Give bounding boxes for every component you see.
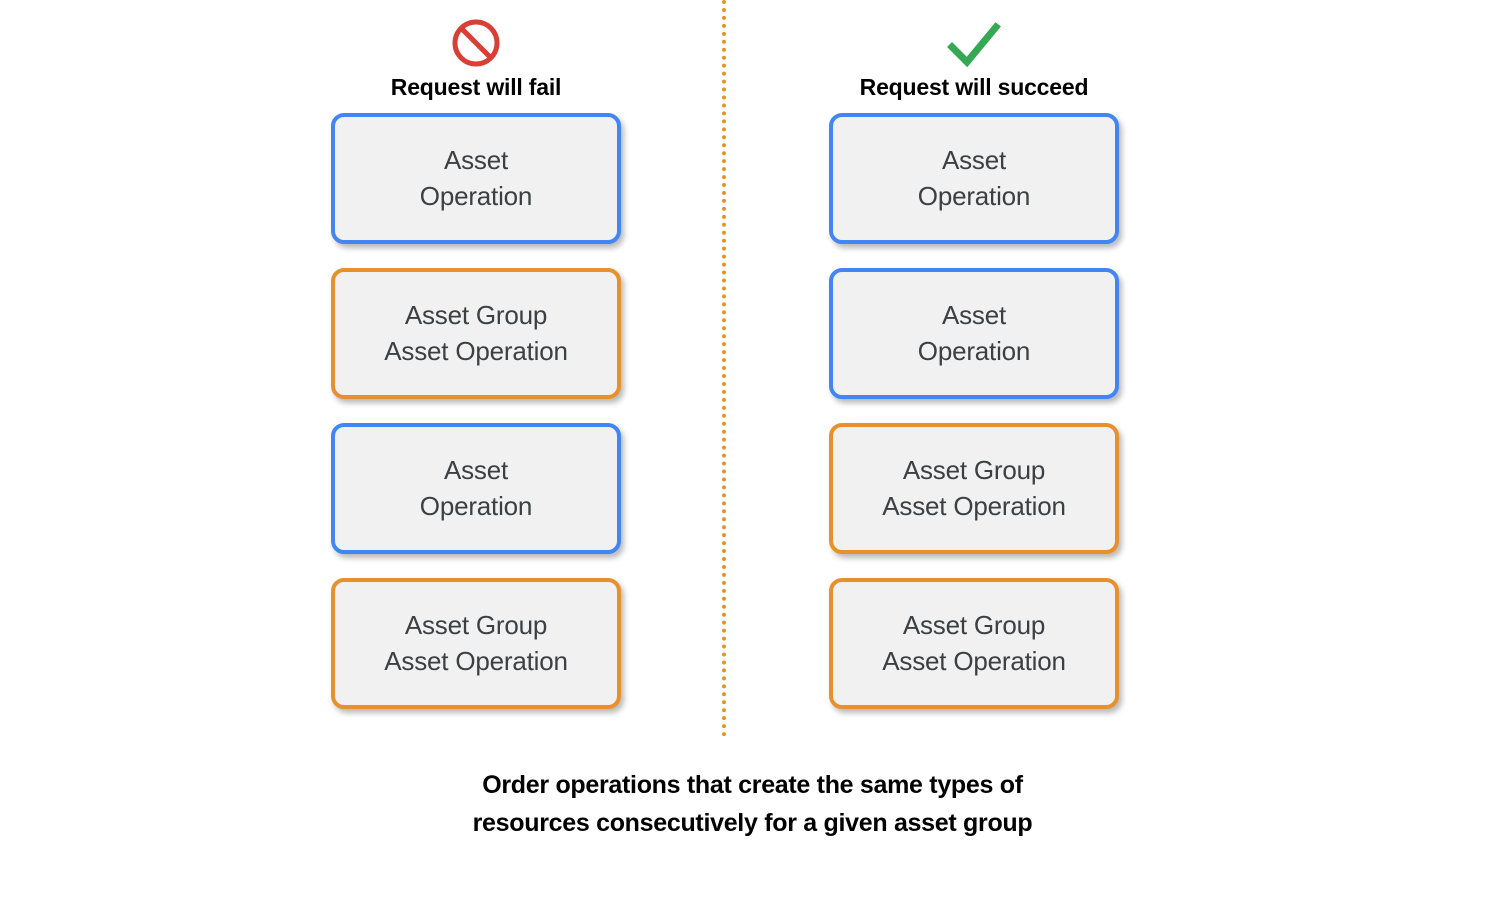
operation-box-label: Asset Operation [419, 145, 533, 211]
operation-stack-succeed: Asset Operation Asset Operation Asset Gr… [829, 113, 1119, 733]
operation-stack-fail: Asset Operation Asset Group Asset Operat… [331, 113, 621, 733]
prohibition-icon [271, 14, 681, 72]
checkmark-icon [769, 14, 1179, 72]
operation-box[interactable]: Asset Group Asset Operation [829, 578, 1119, 709]
operation-box-label: Asset Group Asset Operation [882, 610, 1066, 676]
diagram-caption: Order operations that create the same ty… [472, 771, 1033, 837]
column-title-succeed: Request will succeed [859, 74, 1089, 100]
operation-box-label: Asset Operation [917, 300, 1031, 366]
column-divider [722, 0, 726, 737]
column-header-fail: Request will fail [271, 14, 681, 101]
operation-box[interactable]: Asset Operation [829, 113, 1119, 244]
column-title-fail: Request will fail [390, 74, 562, 100]
operation-box-label: Asset Operation [917, 145, 1031, 211]
operation-box[interactable]: Asset Group Asset Operation [331, 578, 621, 709]
column-header-succeed: Request will succeed [769, 14, 1179, 101]
operation-box[interactable]: Asset Operation [331, 113, 621, 244]
operation-box[interactable]: Asset Group Asset Operation [829, 423, 1119, 554]
operation-box-label: Asset Group Asset Operation [384, 300, 568, 366]
operation-box[interactable]: Asset Group Asset Operation [331, 268, 621, 399]
operation-box[interactable]: Asset Operation [331, 423, 621, 554]
operation-box-label: Asset Group Asset Operation [882, 455, 1066, 521]
operation-box-label: Asset Operation [419, 455, 533, 521]
operation-box[interactable]: Asset Operation [829, 268, 1119, 399]
operation-box-label: Asset Group Asset Operation [384, 610, 568, 676]
